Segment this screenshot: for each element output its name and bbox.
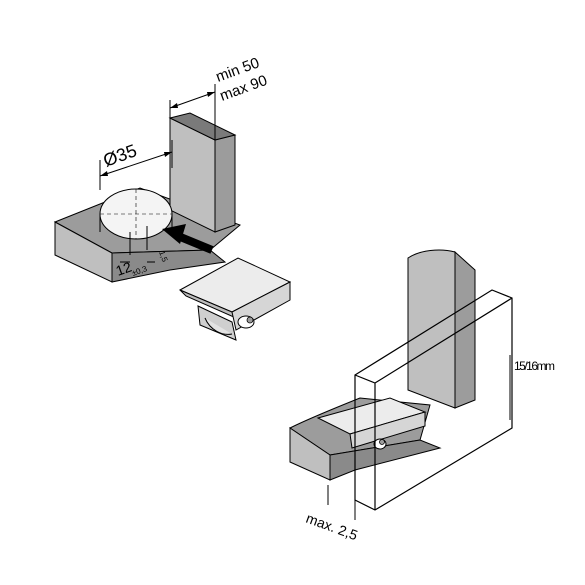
- thickness-dimension: 15/16mm: [509, 355, 557, 420]
- hinge-bore-hole: [99, 188, 173, 240]
- small-offset-label: 1,5: [157, 250, 169, 264]
- edge-distance-label: 12: [114, 258, 134, 278]
- thickness-label: 15/16mm: [514, 359, 555, 373]
- cabinet-corner-right: [289, 249, 476, 481]
- insertion-arrow: [162, 224, 214, 254]
- hinge-cup-component: [178, 257, 292, 341]
- diameter-dimension: Ø35: [99, 140, 173, 190]
- cabinet-corner-left: [53, 112, 241, 283]
- diameter-label: Ø35: [101, 140, 140, 170]
- installed-hinge: [316, 397, 427, 450]
- max-gap-label: max. 2,5: [304, 510, 360, 543]
- max-gap-dimension: max. 2,5: [304, 485, 360, 543]
- edge-distance-dimension: 12 ±0,3 1,5: [114, 226, 170, 279]
